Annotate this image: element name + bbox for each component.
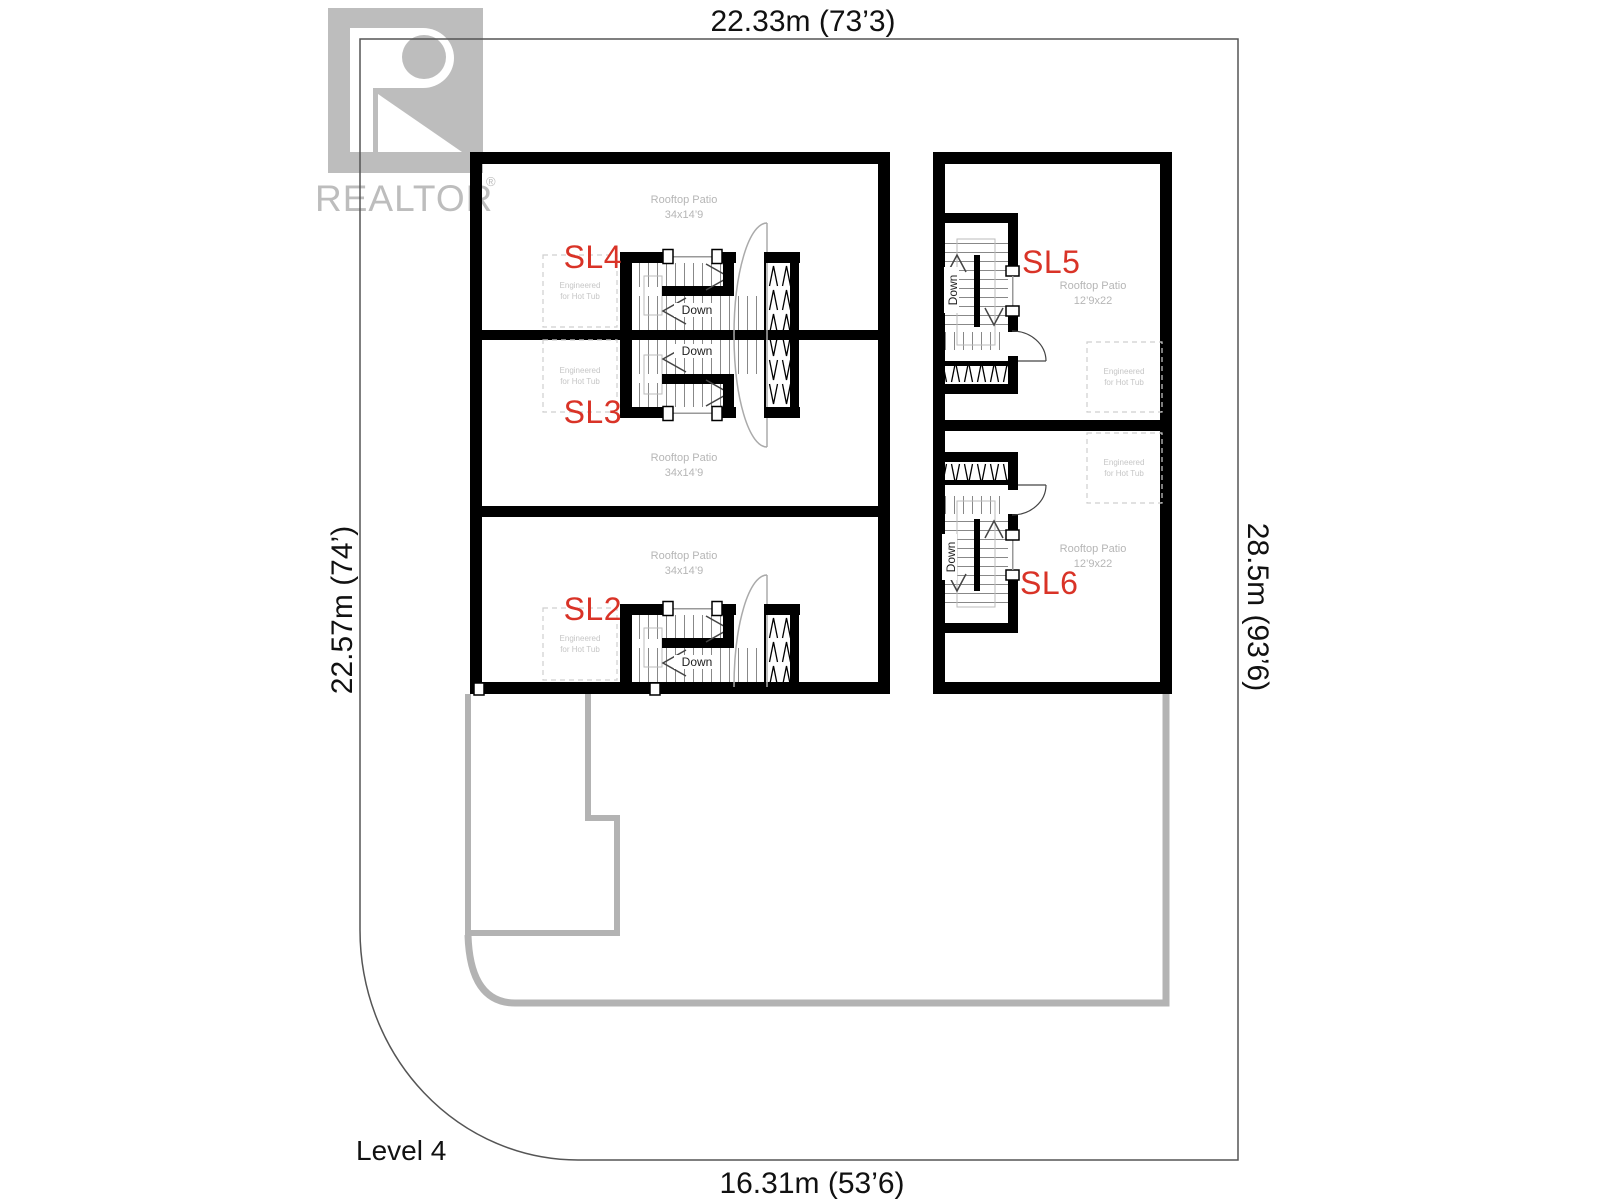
dimension-labels: 22.33m (73’3) 16.31m (53’6) 22.57m (74’)… xyxy=(326,5,1274,1200)
hot-tub-note-line1: Engineered xyxy=(560,366,601,375)
hot-tub-zone-sl3 xyxy=(542,339,618,413)
patio-size-sl3: 34x14’9 xyxy=(665,467,704,479)
door-swing-arc xyxy=(1011,330,1047,362)
unit-divider-sl5-sl6 xyxy=(933,420,1172,431)
stair-core-sl5 xyxy=(933,213,1047,394)
patio-name-sl2: Rooftop Patio xyxy=(651,550,718,562)
unit-divider-sl3-sl2 xyxy=(470,506,890,517)
realtor-logo-r-counter xyxy=(402,35,446,79)
down-label-sl5: Down xyxy=(946,275,960,306)
hot-tub-zone-sl6 xyxy=(1086,432,1163,504)
hot-tub-note-line1: Engineered xyxy=(1104,458,1145,467)
unit-label-sl3: SL3 xyxy=(564,394,622,430)
unit-labels: SL4 SL3 SL2 SL5 SL6 xyxy=(564,239,1080,627)
stair-direction-arrow xyxy=(984,307,1004,327)
patio-name-sl5: Rooftop Patio xyxy=(1060,280,1127,292)
lower-roof-inner-outline xyxy=(465,694,620,936)
patio-size-sl2: 34x14’9 xyxy=(665,565,704,577)
hot-tub-notes: Engineered for Hot Tub Engineered for Ho… xyxy=(560,281,1145,654)
building-b-walls xyxy=(933,152,1172,694)
patio-name-sl3: Rooftop Patio xyxy=(651,452,718,464)
stair-core-sl4 xyxy=(620,222,800,340)
unit-label-sl6: SL6 xyxy=(1020,565,1078,601)
hot-tub-zone-sl5 xyxy=(1086,341,1163,413)
dimension-left: 22.57m (74’) xyxy=(326,526,359,694)
realtor-logo-r-leg-cut xyxy=(378,94,462,152)
stair-newel-wall xyxy=(974,255,980,327)
patio-name-sl6: Rooftop Patio xyxy=(1060,543,1127,555)
door-frame-marker xyxy=(649,682,661,696)
hot-tub-note-line2: for Hot Tub xyxy=(560,377,600,386)
realtor-logo-r-stem xyxy=(350,28,373,152)
stair-direction-arrow xyxy=(661,297,687,325)
privacy-screen-hatch xyxy=(766,263,790,340)
building-a-walls xyxy=(470,152,890,694)
door-frame-marker xyxy=(473,682,485,696)
patio-size-sl4: 34x14’9 xyxy=(665,209,704,221)
patio-size-sl5: 12’9x22 xyxy=(1074,295,1113,307)
level-label: Level 4 xyxy=(356,1135,446,1166)
hot-tub-note-line1: Engineered xyxy=(560,281,601,290)
lower-roof-outer-outline xyxy=(464,694,1170,1007)
unit-label-sl2: SL2 xyxy=(564,591,622,627)
dimension-bottom: 16.31m (53’6) xyxy=(719,1167,904,1200)
stair-treads xyxy=(945,332,1008,350)
realtor-watermark: REALTOR ® xyxy=(315,8,496,219)
down-label-sl3: Down xyxy=(682,344,713,358)
hot-tub-note-line2: for Hot Tub xyxy=(1104,378,1144,387)
privacy-screen-hatch xyxy=(945,366,1008,384)
stair-direction-arrow xyxy=(947,253,967,273)
stair-landing-wall xyxy=(662,286,734,296)
registered-trademark-icon: ® xyxy=(486,174,496,189)
door-opening-line xyxy=(1012,276,1014,306)
hot-tub-zone-sl2 xyxy=(542,607,618,681)
door-frame-marker xyxy=(711,248,723,265)
hot-tub-zones xyxy=(542,254,1163,681)
dimension-top: 22.33m (73’3) xyxy=(710,5,895,38)
patio-size-sl6: 12’9x22 xyxy=(1074,558,1113,570)
door-frame-marker xyxy=(1005,305,1020,317)
dimension-right: 28.5m (93’6) xyxy=(1241,523,1274,691)
door-frame-marker xyxy=(662,248,674,265)
down-label-sl6: Down xyxy=(944,542,958,573)
down-label-sl4: Down xyxy=(682,303,713,317)
hot-tub-note-line2: for Hot Tub xyxy=(560,645,600,654)
door-frame-marker xyxy=(1005,265,1020,277)
door-swing-arc xyxy=(733,222,768,336)
stair-core-sl2 xyxy=(619,574,801,693)
hot-tub-note-line2: for Hot Tub xyxy=(1104,469,1144,478)
hot-tub-note-line1: Engineered xyxy=(560,634,601,643)
unit-label-sl5: SL5 xyxy=(1022,244,1080,280)
door-opening-line xyxy=(668,256,716,258)
hot-tub-note-line1: Engineered xyxy=(1104,367,1145,376)
patio-name-sl4: Rooftop Patio xyxy=(651,194,718,206)
down-label-sl2: Down xyxy=(682,655,713,669)
hot-tub-zone-sl4 xyxy=(542,254,618,328)
down-labels: Down Down Down Down Down xyxy=(674,267,960,669)
unit-label-sl4: SL4 xyxy=(564,239,622,275)
hot-tub-note-line2: for Hot Tub xyxy=(560,292,600,301)
patio-labels: Rooftop Patio 34x14’9 Rooftop Patio 34x1… xyxy=(651,194,1127,577)
unit-divider-sl4-sl3 xyxy=(470,330,890,340)
property-boundary-line xyxy=(359,38,1239,1161)
realtor-wordmark: REALTOR xyxy=(315,178,493,219)
